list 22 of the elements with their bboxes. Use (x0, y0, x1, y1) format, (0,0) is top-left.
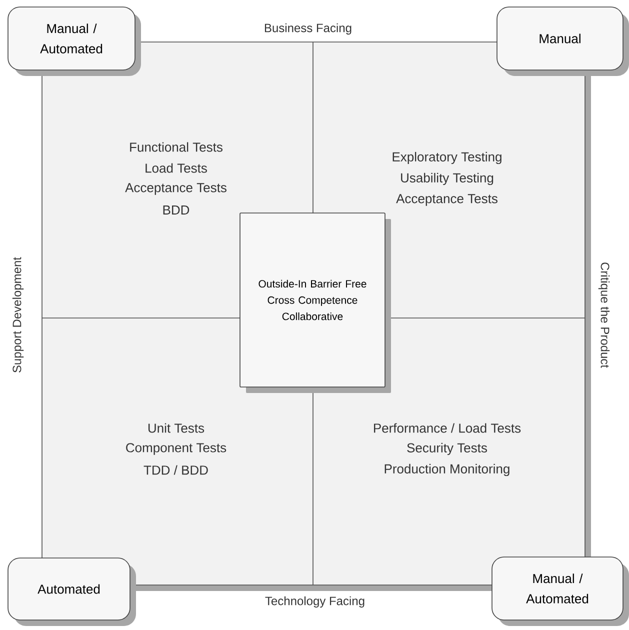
axis-label: Critique the Product (598, 262, 610, 368)
quadrant-item: Usability Testing (401, 172, 494, 186)
axis-label: Technology Facing (264, 595, 366, 609)
corner-box: Automated (8, 558, 136, 626)
quadrant-item: Component Tests (126, 443, 226, 455)
quadrant-item: Security Tests (407, 442, 487, 456)
axis-label: Business Facing (262, 22, 354, 36)
quadrant-item: Functional Tests (130, 142, 222, 152)
quadrant-item: Acceptance Tests (125, 183, 226, 195)
quadrant-item: BDD (163, 206, 190, 214)
quadrant-item: TDD / BDD (144, 465, 208, 475)
quadrant-item: Exploratory Testing (392, 152, 502, 164)
corner-box: Manual (496, 6, 629, 76)
quadrant-item: Unit Tests (148, 423, 204, 433)
axis-label: Support Development (12, 257, 24, 372)
quadrant-item: Production Monitoring (384, 464, 510, 476)
corner-box: Manual / Automated (492, 556, 629, 626)
center-box: Outside-In Barrier Free Cross Competence Collaborative (240, 212, 391, 393)
quadrant-item: Load Tests (146, 163, 207, 173)
corner-box: Manual / Automated (8, 6, 141, 76)
quadrant-item: Acceptance Tests (396, 194, 498, 206)
quadrant-item: Performance / Load Tests (374, 423, 521, 433)
